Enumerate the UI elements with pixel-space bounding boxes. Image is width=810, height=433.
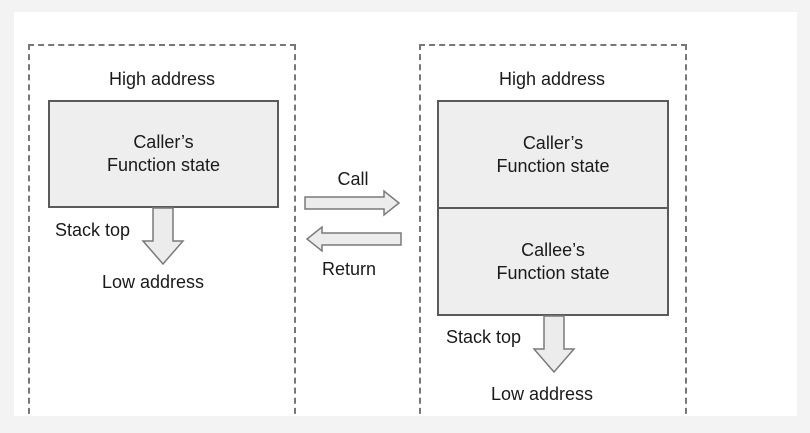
return-arrow-icon (305, 225, 402, 253)
right-caller-frame-line2: Function state (496, 155, 610, 176)
left-stack-top-label: Stack top (55, 220, 131, 240)
left-low-address-label: Low address (101, 272, 205, 292)
diagram-panel: High address Caller’s Function state Sta… (14, 12, 797, 416)
left-stack-region (28, 44, 296, 416)
return-label: Return (321, 259, 377, 279)
call-arrow-icon (304, 189, 401, 217)
call-label: Call (337, 169, 369, 189)
left-stack-growth-arrow-icon (141, 207, 185, 266)
right-caller-frame-line1: Caller’s (522, 132, 584, 153)
right-callee-frame-line2: Function state (496, 262, 610, 283)
right-stack-region (419, 44, 687, 416)
right-caller-frame: Caller’s Function state (437, 100, 669, 209)
left-high-address-label: High address (108, 69, 216, 89)
left-caller-frame-line1: Caller’s (133, 132, 194, 152)
right-callee-frame-line1: Callee’s (521, 239, 585, 260)
right-stack-growth-arrow-icon (532, 315, 576, 374)
left-caller-frame: Caller’s Function state (48, 100, 279, 208)
right-high-address-label: High address (498, 69, 606, 89)
right-stack-top-label: Stack top (446, 327, 522, 347)
right-callee-frame: Callee’s Function state (437, 207, 669, 316)
left-caller-frame-line2: Function state (106, 155, 221, 175)
right-low-address-label: Low address (490, 384, 594, 404)
